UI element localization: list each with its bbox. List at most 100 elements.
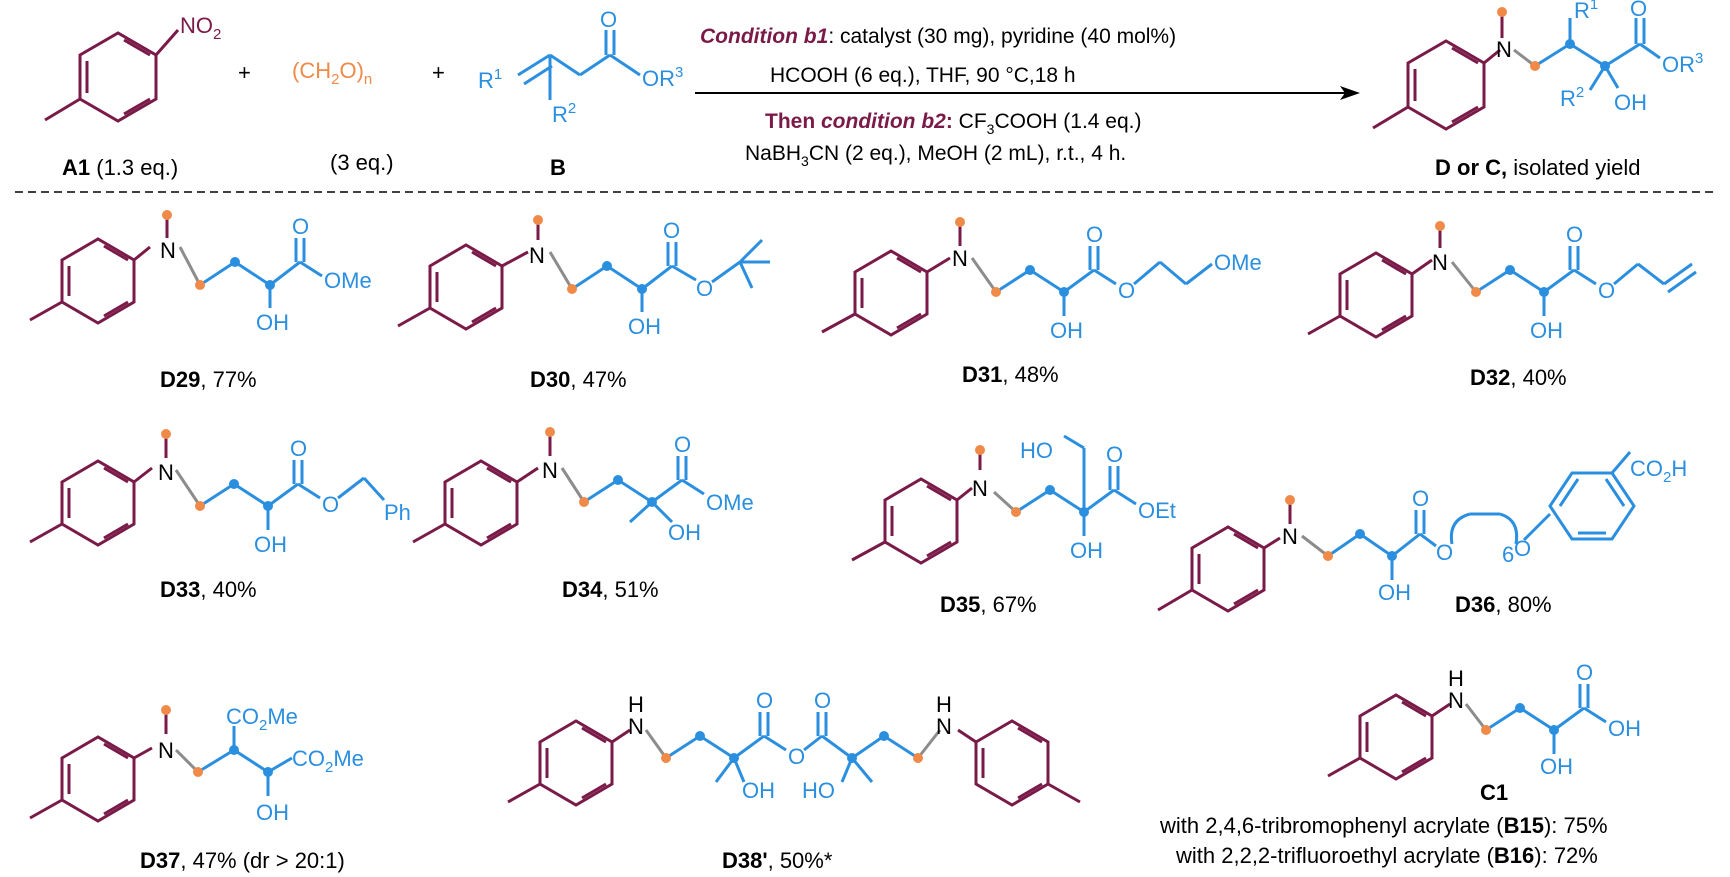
methylene-dot bbox=[1323, 551, 1333, 561]
chain-dot bbox=[230, 257, 240, 267]
paraformaldehyde-caption: (3 eq.) bbox=[330, 150, 394, 175]
carbonyl-oxygen-label: O bbox=[756, 688, 773, 713]
reactant-a1-structure bbox=[44, 29, 180, 123]
amine-n-label: N bbox=[972, 476, 988, 501]
carbonyl-oxygen-label: O bbox=[290, 436, 307, 461]
ether-oxygen-label: O bbox=[1514, 536, 1531, 561]
ester-oet-label: OEt bbox=[1138, 498, 1176, 523]
chain-dot bbox=[229, 479, 239, 489]
compound-d38-caption: D38', 50%* bbox=[722, 848, 833, 873]
condition-b1-line2: HCOOH (6 eq.), THF, 90 °C,18 h bbox=[770, 64, 1076, 87]
chain-dot bbox=[647, 497, 657, 507]
carbonyl-oxygen-label: O bbox=[1106, 442, 1123, 467]
ester-oxygen-label: O bbox=[696, 276, 713, 301]
amine-n-label: N bbox=[1282, 524, 1298, 549]
ester-group-label: CO2Me bbox=[226, 704, 298, 734]
compound-d29-structure bbox=[29, 218, 323, 325]
methylene-dot bbox=[195, 280, 205, 290]
chain-dot bbox=[1059, 287, 1069, 297]
methyl-dot bbox=[162, 210, 172, 220]
amine-n-label: N bbox=[628, 714, 644, 739]
compound-d30-structure bbox=[397, 222, 770, 331]
chain-dot bbox=[1355, 529, 1365, 539]
amine-n-label: N bbox=[529, 243, 545, 268]
methylene-dot bbox=[1471, 287, 1481, 297]
chain-dot bbox=[1600, 61, 1610, 71]
compound-d32-structure bbox=[1307, 230, 1697, 339]
chain-dot bbox=[229, 745, 239, 755]
chain-dot bbox=[1549, 725, 1559, 735]
carboxylic-acid-label: CO2H bbox=[1630, 456, 1687, 486]
r1-label: R1 bbox=[478, 66, 502, 93]
plus-sign-2: + bbox=[432, 60, 445, 85]
chain-dot bbox=[879, 731, 889, 741]
hydroxyl-label: OH bbox=[254, 532, 287, 557]
methylene-dot bbox=[991, 287, 1001, 297]
ester-oxygen-label: O bbox=[1118, 278, 1135, 303]
linker-repeat-count: 6 bbox=[1502, 542, 1514, 567]
compound-d36-caption: D36, 80% bbox=[1455, 592, 1552, 617]
carbonyl-oxygen-label: O bbox=[663, 218, 680, 243]
amine-n-label: N bbox=[952, 246, 968, 271]
amine-h-label: H bbox=[628, 692, 644, 717]
methyl-dot bbox=[1435, 221, 1445, 231]
methylene-dot bbox=[913, 753, 923, 763]
product-caption: D or C, isolated yield bbox=[1435, 155, 1640, 180]
chain-dot bbox=[1387, 551, 1397, 561]
amine-n-label: N bbox=[542, 458, 558, 483]
carbonyl-oxygen-label: O bbox=[1630, 0, 1647, 21]
chain-dot bbox=[1565, 39, 1575, 49]
hydroxymethyl-label: HO bbox=[1020, 438, 1053, 463]
methyl-dot bbox=[975, 445, 985, 455]
ester-ome-label: OMe bbox=[706, 490, 754, 515]
phenyl-label: Ph bbox=[384, 500, 411, 525]
hydroxyl-label: OH bbox=[1050, 318, 1083, 343]
hydroxyl-label: OH bbox=[668, 520, 701, 545]
hydroxyl-label: OH bbox=[1614, 90, 1647, 115]
methylene-dot bbox=[661, 753, 671, 763]
carbonyl-oxygen-label: O bbox=[814, 688, 831, 713]
or3-label: OR3 bbox=[1662, 50, 1703, 77]
amine-n-label: N bbox=[1496, 37, 1512, 62]
chain-dot bbox=[1045, 485, 1055, 495]
reactant-b-structure bbox=[517, 30, 641, 100]
methylene-dot bbox=[1011, 507, 1021, 517]
chain-dot bbox=[613, 475, 623, 485]
hydroxyl-label: OH bbox=[256, 800, 289, 825]
ester-ome-label: OMe bbox=[324, 268, 372, 293]
carbonyl-oxygen-label: O bbox=[1566, 222, 1583, 247]
nitro-group-label: NO2 bbox=[180, 13, 221, 43]
hydroxyl-label: OH bbox=[256, 310, 289, 335]
compound-d35-caption: D35, 67% bbox=[940, 592, 1037, 617]
chain-dot bbox=[695, 731, 705, 741]
carbonyl-oxygen-label: O bbox=[674, 432, 691, 457]
hydroxyl-label: OH bbox=[1540, 754, 1573, 779]
acid-oh-label: OH bbox=[1608, 716, 1641, 741]
methyl-dot bbox=[161, 429, 171, 439]
chain-dot bbox=[1079, 507, 1089, 517]
compound-d31-caption: D31, 48% bbox=[962, 362, 1059, 387]
compound-d33-structure bbox=[29, 438, 386, 547]
methyl-dot bbox=[1285, 495, 1295, 505]
reaction-arrow bbox=[695, 86, 1360, 100]
chain-dot bbox=[1505, 265, 1515, 275]
chain-dot bbox=[637, 284, 647, 294]
compound-d30-caption: D30, 47% bbox=[530, 367, 627, 392]
amine-n-label: N bbox=[1448, 688, 1464, 713]
methylene-dot bbox=[1481, 725, 1491, 735]
chain-dot bbox=[1515, 703, 1525, 713]
r1-label: R1 bbox=[1574, 0, 1598, 23]
chain-dot bbox=[1025, 265, 1035, 275]
methylene-dot bbox=[1530, 61, 1540, 71]
carbonyl-oxygen-label: O bbox=[292, 214, 309, 239]
condition-b2-line2: NaBH3CN (2 eq.), MeOH (2 mL), r.t., 4 h. bbox=[745, 142, 1126, 169]
methylene-dot bbox=[567, 284, 577, 294]
paraformaldehyde-label: (CH2O)n bbox=[292, 58, 372, 88]
methoxy-label: OMe bbox=[1214, 250, 1262, 275]
ester-oxygen-label: O bbox=[1598, 278, 1615, 303]
condition-b1-line1: Condition b1: catalyst (30 mg), pyridine… bbox=[700, 25, 1176, 48]
or3-label: OR3 bbox=[642, 64, 683, 91]
compound-d29-caption: D29, 77% bbox=[160, 367, 257, 392]
chain-dot bbox=[847, 753, 857, 763]
ester-oxygen-label: O bbox=[322, 492, 339, 517]
